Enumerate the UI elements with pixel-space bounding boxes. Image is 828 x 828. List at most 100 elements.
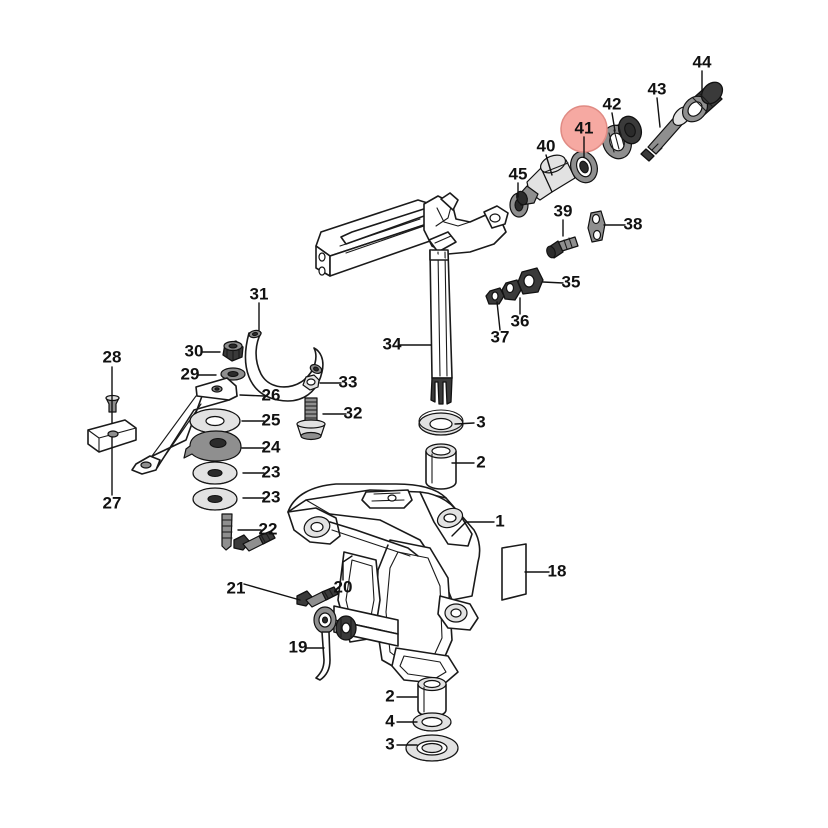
callout-41: 41 (575, 118, 594, 158)
callout-28: 28 (103, 347, 122, 424)
part-25-flat-washer-large (189, 408, 241, 434)
callout-1: 1 (451, 511, 505, 537)
part-19-rod (313, 606, 337, 681)
callout-31: 31 (250, 284, 269, 331)
callout-20: 20 (334, 555, 353, 596)
leader-line-26 (239, 394, 265, 397)
callout-32: 32 (322, 403, 363, 422)
callout-label-26: 26 (262, 385, 281, 404)
part-21-grease-fitting (296, 586, 339, 608)
callout-24: 24 (241, 437, 281, 456)
callout-label-19: 19 (289, 637, 308, 656)
callout-label-3: 3 (476, 412, 485, 431)
callout-label-41-highlighted: 41 (575, 118, 594, 137)
part-3-thrust-washer-bottom (405, 734, 459, 762)
callout-27: 27 (103, 436, 122, 512)
callout-23: 23 (242, 487, 281, 506)
callout-label-22: 22 (259, 519, 278, 538)
callout-19: 19 (289, 637, 325, 656)
callout-label-33: 33 (339, 372, 358, 391)
leader-line-40 (545, 154, 553, 176)
callout-label-38: 38 (624, 214, 643, 233)
callout-label-44: 44 (693, 52, 712, 71)
callout-label-2: 2 (385, 686, 394, 705)
part-36-clip-small (501, 279, 522, 301)
callout-label-31: 31 (250, 284, 269, 303)
callout-label-28: 28 (103, 347, 122, 366)
callout-label-21: 21 (227, 578, 246, 597)
callout-33: 33 (319, 372, 358, 391)
callout-label-29: 29 (181, 364, 200, 383)
callout-37: 37 (491, 301, 510, 346)
callout-26: 26 (239, 385, 281, 404)
callout-label-37: 37 (491, 327, 510, 346)
callout-label-23: 23 (262, 462, 281, 481)
callout-18: 18 (524, 561, 566, 580)
part-22-spring-pin (221, 513, 233, 551)
part-2-bushing-bottom (417, 676, 447, 718)
part-3-thrust-washer-mid (418, 409, 464, 436)
leader-line-3 (454, 422, 475, 425)
callout-label-45: 45 (509, 164, 528, 183)
callout-42: 42 (603, 94, 622, 132)
part-21-grease-fitting-upper (233, 530, 276, 552)
callout-label-25: 25 (262, 410, 281, 429)
callout-label-34: 34 (383, 334, 402, 353)
part-34-swivel-shaft (429, 249, 453, 405)
callout-3: 3 (454, 412, 486, 431)
leader-line-20 (342, 555, 353, 581)
callout-3: 3 (385, 734, 418, 753)
callout-22: 22 (237, 519, 278, 538)
callout-40: 40 (537, 136, 556, 176)
part-38-link-plate (587, 210, 606, 243)
callout-label-27: 27 (103, 493, 122, 512)
part-4-washer-bottom (412, 712, 452, 732)
leader-line-42 (611, 112, 616, 132)
part-31-curved-strap (244, 329, 324, 402)
callout-label-42: 42 (603, 94, 622, 113)
callout-34: 34 (383, 334, 432, 353)
leader-line-1 (451, 521, 495, 537)
callout-label-35: 35 (562, 272, 581, 291)
callout-39: 39 (554, 201, 573, 237)
part-24-cam-plate (183, 430, 242, 462)
leader-line-35 (542, 281, 564, 284)
callout-21: 21 (227, 578, 301, 601)
callout-36: 36 (511, 297, 530, 330)
part-30-lock-nut (222, 340, 244, 362)
callout-label-23: 23 (262, 487, 281, 506)
callout-4: 4 (385, 711, 418, 730)
callout-2: 2 (385, 686, 418, 705)
part-23-flat-washer-upper (192, 461, 238, 485)
callout-label-20: 20 (334, 577, 353, 596)
callout-label-36: 36 (511, 311, 530, 330)
callout-23: 23 (242, 462, 281, 481)
leader-line-43 (656, 97, 661, 128)
callout-label-30: 30 (185, 341, 204, 360)
part-44-stepped-bushing (681, 81, 724, 123)
part-33-nut (302, 374, 320, 391)
part-35-bracket-clip (517, 267, 544, 295)
part-1-swivel-bracket-casting (287, 483, 481, 685)
part-37-nut-small (485, 287, 505, 305)
callout-label-32: 32 (344, 403, 363, 422)
callout-44: 44 (693, 52, 712, 92)
part-20-collar (335, 615, 357, 641)
callout-label-43: 43 (648, 79, 667, 98)
callout-29: 29 (181, 364, 217, 383)
steering-handle-bracket (315, 192, 509, 277)
part-2-bushing-mid (425, 443, 457, 490)
callout-layer: 1232431819202122232324252627282930313233… (103, 52, 712, 753)
callout-label-40: 40 (537, 136, 556, 155)
callout-label-1: 1 (495, 511, 504, 530)
leader-line-21 (243, 583, 301, 601)
part-23-flat-washer-lower (192, 487, 238, 511)
part-27-anode-plate (87, 419, 137, 453)
callout-label-39: 39 (554, 201, 573, 220)
part-39-stud-bolt (546, 236, 579, 259)
callout-label-24: 24 (262, 437, 281, 456)
callout-43: 43 (648, 79, 667, 128)
callout-35: 35 (542, 272, 581, 291)
callout-label-2: 2 (476, 452, 485, 471)
